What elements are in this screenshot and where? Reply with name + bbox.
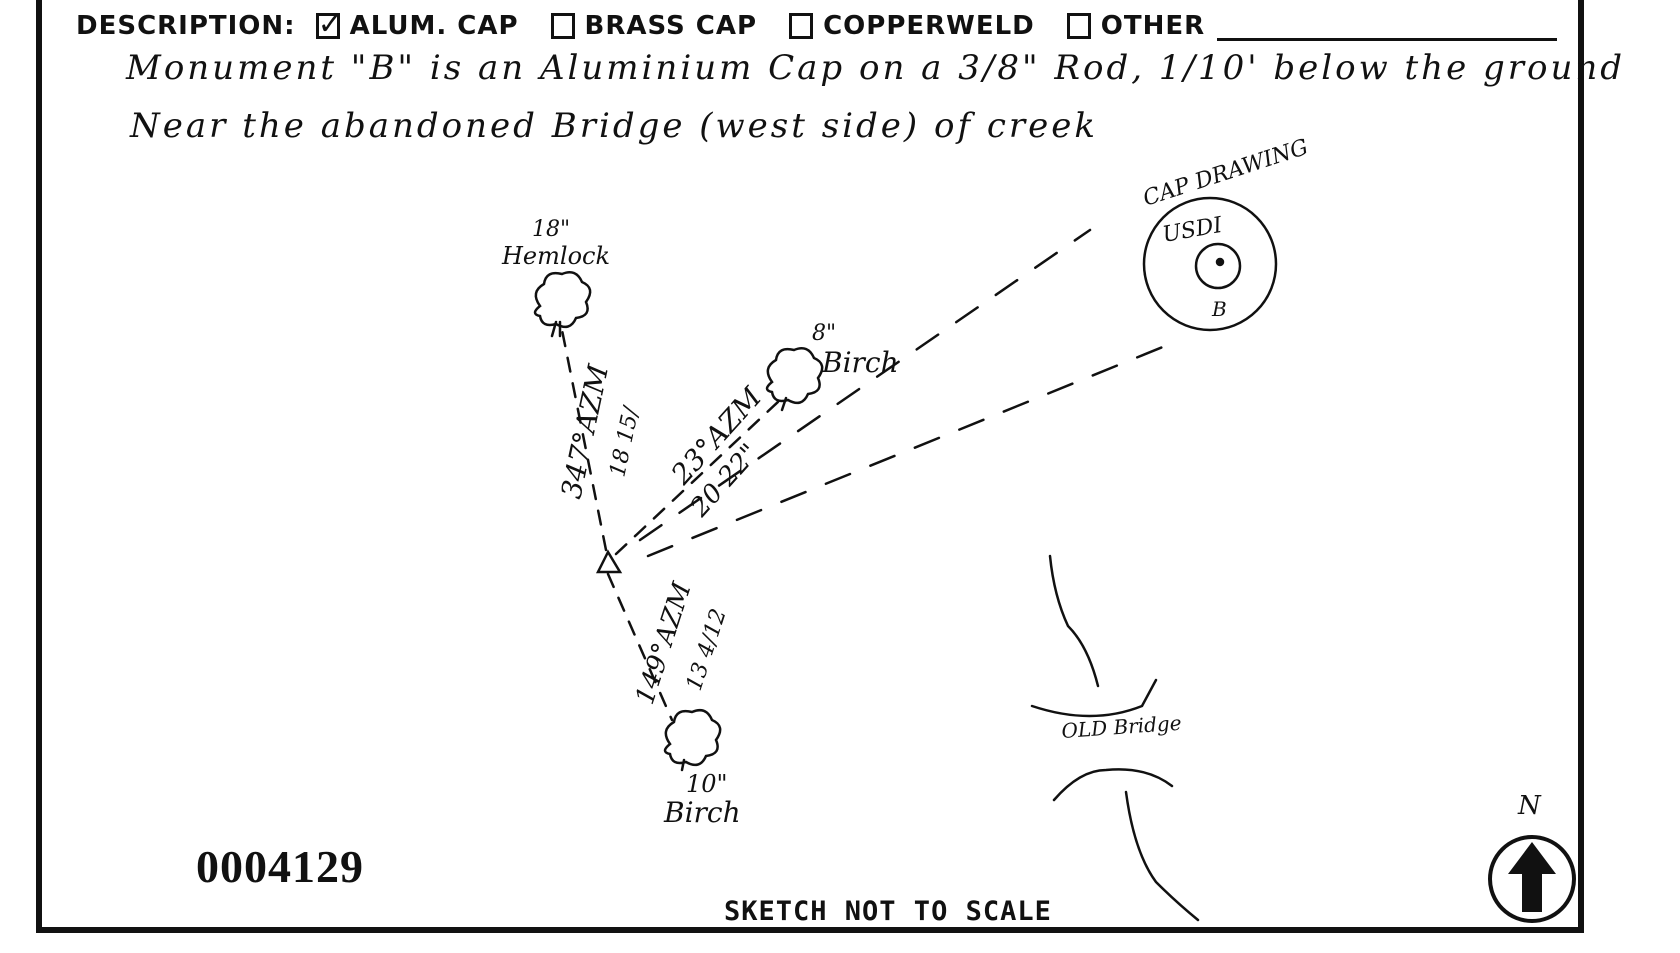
hemlock-tie-line — [560, 328, 608, 552]
brass-cap-label: BRASS CAP — [584, 11, 758, 41]
hemlock-azimuth-label: 347°AZM — [555, 360, 616, 501]
copperweld-checkbox[interactable] — [789, 13, 814, 39]
birch-ne-tie-line — [614, 398, 782, 556]
alum-cap-checkbox[interactable]: ✓ — [315, 10, 343, 40]
option-other[interactable]: OTHER — [1066, 11, 1558, 41]
birch-s-size-label: 10" — [686, 770, 728, 798]
creek-line-lower — [1124, 790, 1200, 922]
document-number: 0004129 — [196, 841, 364, 892]
note-line-1: Monument "B" is an Aluminium Cap on a 3/… — [126, 48, 1626, 88]
creek-line-upper — [1048, 554, 1100, 688]
bridge-upper-rail — [1030, 678, 1158, 718]
birch-ne-size-label: 8" — [812, 321, 836, 346]
description-row: DESCRIPTION: ✓ ALUM. CAP BRASS CAP COPPE… — [76, 6, 1558, 46]
birch-s-distance-label: 13 4/12 — [682, 606, 732, 694]
birch-s-name-label: Birch — [663, 796, 741, 829]
north-arrow-icon — [1508, 842, 1556, 912]
monument-triangle-icon — [595, 549, 623, 574]
alum-cap-label: ALUM. CAP — [349, 11, 519, 41]
hemlock-name-label: Hemlock — [501, 242, 610, 270]
cap-text-top: USDI — [1161, 213, 1226, 248]
form-border — [36, 0, 1584, 933]
north-label: N — [1517, 791, 1542, 821]
check-mark-icon: ✓ — [317, 7, 344, 42]
note-line-2: Near the abandoned Bridge (west side) of… — [130, 106, 1098, 146]
birch-ne-tree-icon — [765, 347, 824, 412]
option-alum-cap[interactable]: ✓ ALUM. CAP — [315, 10, 519, 41]
cap-center-dot — [1215, 257, 1225, 267]
hemlock-distance-label: 18 15/ — [605, 403, 645, 480]
north-arrow-circle — [1488, 835, 1576, 923]
hemlock-size-label: 18" — [532, 217, 570, 242]
cap-leader-line-1 — [638, 228, 1092, 542]
option-copperweld[interactable]: COPPERWELD — [789, 11, 1035, 41]
cap-leader-line-2 — [646, 338, 1182, 558]
other-fill-line — [1217, 12, 1558, 41]
copperweld-label: COPPERWELD — [823, 11, 1035, 41]
cap-outer-circle — [1142, 196, 1278, 332]
description-label: DESCRIPTION: — [76, 11, 296, 41]
sketch-not-to-scale-note: SKETCH NOT TO SCALE — [724, 896, 1052, 927]
bridge-lower-rail — [1052, 768, 1174, 802]
option-brass-cap[interactable]: BRASS CAP — [550, 11, 758, 41]
cap-inner-circle — [1194, 242, 1242, 290]
birch-s-tie-line — [606, 572, 674, 722]
other-label: OTHER — [1100, 11, 1206, 41]
birch-s-tree-icon — [663, 709, 722, 772]
other-checkbox[interactable] — [1066, 13, 1091, 39]
brass-cap-checkbox[interactable] — [550, 13, 575, 39]
birch-ne-name-label: Birch — [821, 346, 899, 379]
cap-text-bottom: B — [1211, 297, 1227, 321]
hemlock-tree-icon — [533, 271, 592, 338]
